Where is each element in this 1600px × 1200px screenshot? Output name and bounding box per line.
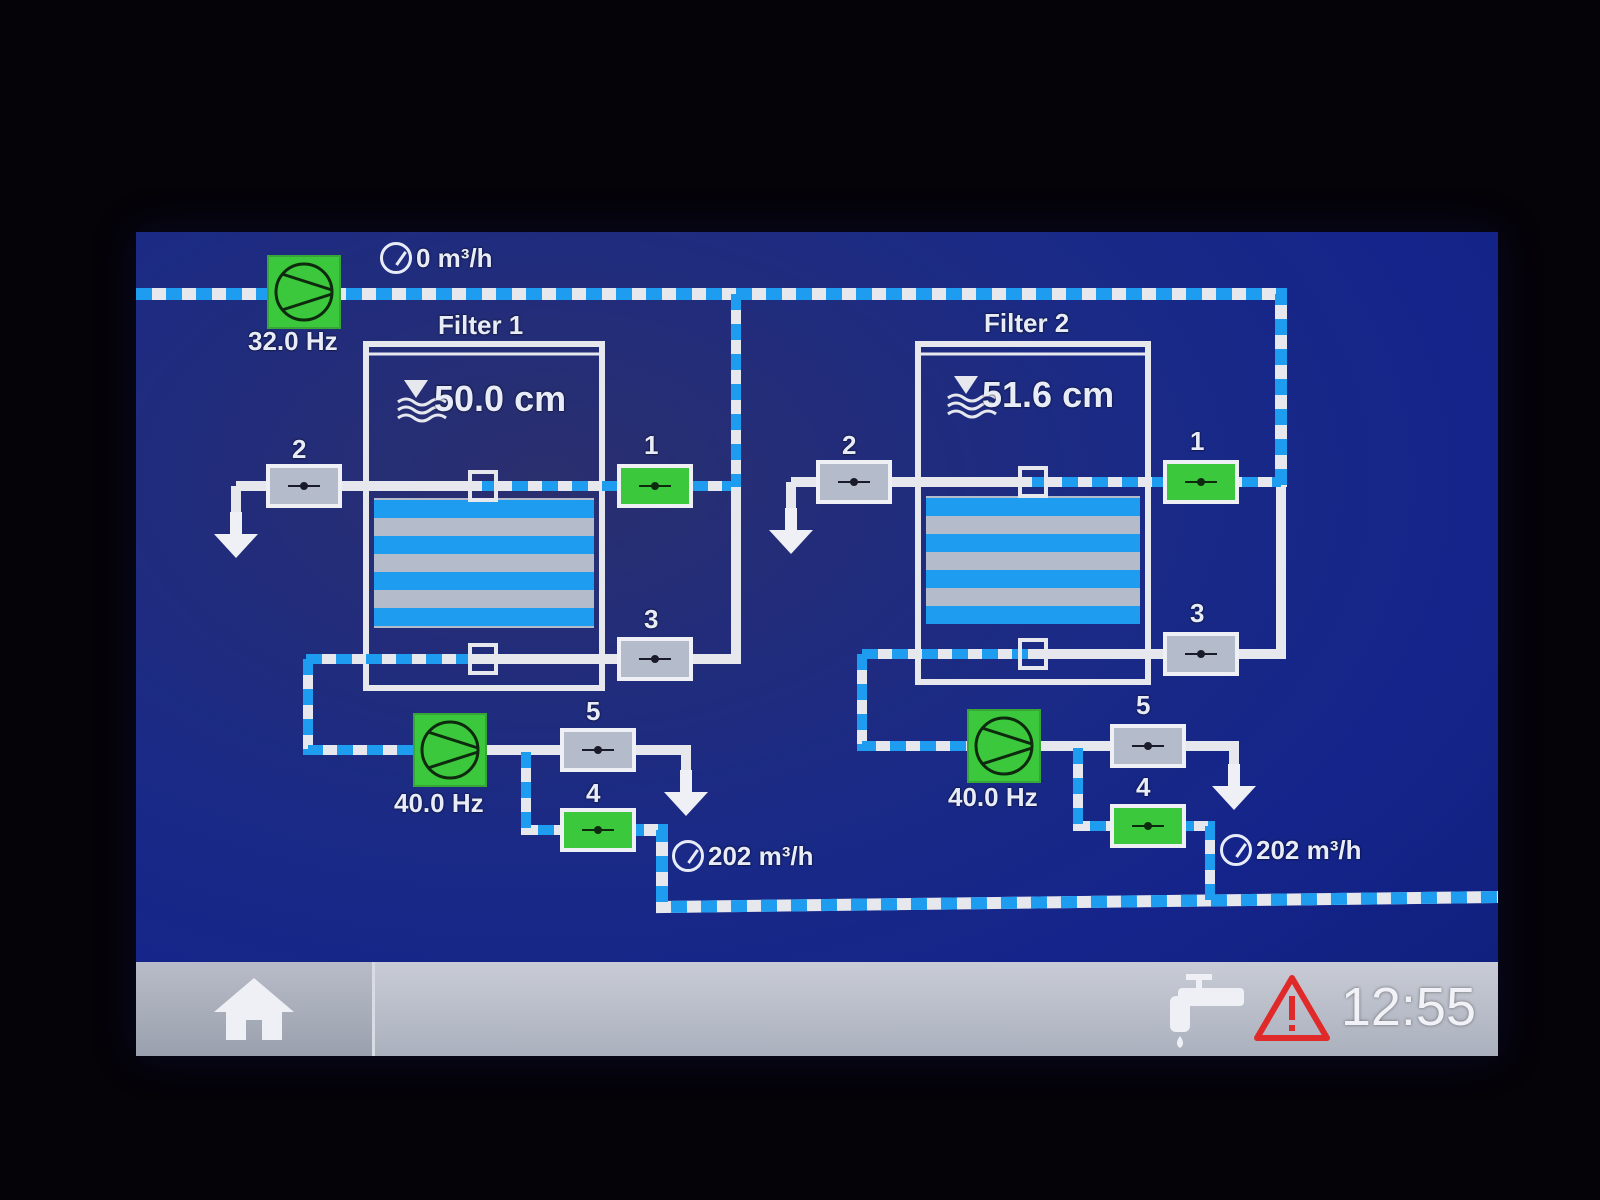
filter1-group <box>214 341 1498 914</box>
filter2-valve-4-label: 4 <box>1136 772 1151 802</box>
filter1-flow-value: 202 m³/h <box>708 840 814 871</box>
flow-gauge-icon <box>380 242 412 274</box>
home-button[interactable] <box>136 962 375 1056</box>
filter2-valve-4-icon <box>1110 804 1186 848</box>
flow-gauge-icon <box>1220 834 1252 866</box>
filter2-title: Filter 2 <box>984 308 1070 338</box>
filter2-valve-3-icon <box>1163 632 1239 676</box>
inlet-flow-readout: 0 m³/h <box>380 242 493 274</box>
inlet-pump-icon <box>266 254 342 330</box>
filter2-group <box>769 341 1286 900</box>
home-icon <box>214 978 294 1040</box>
warning-icon <box>1254 975 1330 1041</box>
bottom-status-bar: 12:55 <box>136 962 1498 1056</box>
filter2-tank <box>915 341 1151 685</box>
filter2-backwash-drain-arrow-icon <box>1212 764 1256 810</box>
flow-gauge-icon <box>672 840 704 872</box>
filter1-valve-3-icon <box>617 637 693 681</box>
hmi-screen: 0 m³/h 32.0 Hz Filter 1 50.0 cm 2 1 3 5 … <box>136 232 1498 1056</box>
warning-button[interactable] <box>1254 974 1330 1047</box>
filter2-valve-5-label: 5 <box>1136 690 1151 720</box>
filter2-level-icon <box>947 376 997 419</box>
main-inlet-pipe <box>136 288 1287 487</box>
water-tap-button[interactable] <box>1166 970 1246 1055</box>
inlet-pump-frequency: 32.0 Hz <box>248 326 338 356</box>
filter2-pump-frequency: 40.0 Hz <box>948 782 1038 812</box>
filter1-valve-4-icon <box>560 808 636 852</box>
inlet-flow-value: 0 m³/h <box>416 242 493 273</box>
filter1-valve-3-label: 3 <box>644 604 659 634</box>
filter1-level-icon <box>397 380 447 423</box>
filter1-valve-5-label: 5 <box>586 696 601 726</box>
filter1-media <box>374 498 594 628</box>
filter2-pump-icon <box>966 708 1042 784</box>
filter1-valve-5-icon <box>560 728 636 772</box>
filter2-valve-2-label: 2 <box>842 430 857 460</box>
filter2-flow-value: 202 m³/h <box>1256 834 1362 865</box>
filter2-valve-2-icon <box>816 460 892 504</box>
filter1-valve-1-icon <box>617 464 693 508</box>
filter1-drain-arrow-icon <box>214 512 258 558</box>
filter2-drain-arrow-icon <box>769 508 813 554</box>
clock: 12:55 <box>1340 977 1476 1037</box>
filter1-pump-frequency: 40.0 Hz <box>394 788 484 818</box>
filter1-tank <box>363 341 605 691</box>
filter1-title: Filter 1 <box>438 310 524 340</box>
filter2-valve-3-label: 3 <box>1190 598 1205 628</box>
filter2-flow-readout: 202 m³/h <box>1220 834 1362 866</box>
filter2-valve-1-label: 1 <box>1190 426 1205 456</box>
filter1-pump-icon <box>412 712 488 788</box>
filter1-flow-readout: 202 m³/h <box>672 840 814 872</box>
filter1-valve-2-label: 2 <box>292 434 307 464</box>
process-diagram <box>136 254 1498 914</box>
filter1-level-value[interactable]: 50.0 cm <box>434 378 567 419</box>
water-tap-icon <box>1170 974 1244 1048</box>
filter2-media <box>926 496 1140 624</box>
filter1-valve-2-icon <box>266 464 342 508</box>
filter2-level-value[interactable]: 51.6 cm <box>982 374 1115 415</box>
filter2-valve-5-icon <box>1110 724 1186 768</box>
filter1-valve-4-label: 4 <box>586 778 601 808</box>
filter1-valve-1-label: 1 <box>644 430 659 460</box>
filter1-backwash-drain-arrow-icon <box>664 770 708 816</box>
filter2-valve-1-icon <box>1163 460 1239 504</box>
